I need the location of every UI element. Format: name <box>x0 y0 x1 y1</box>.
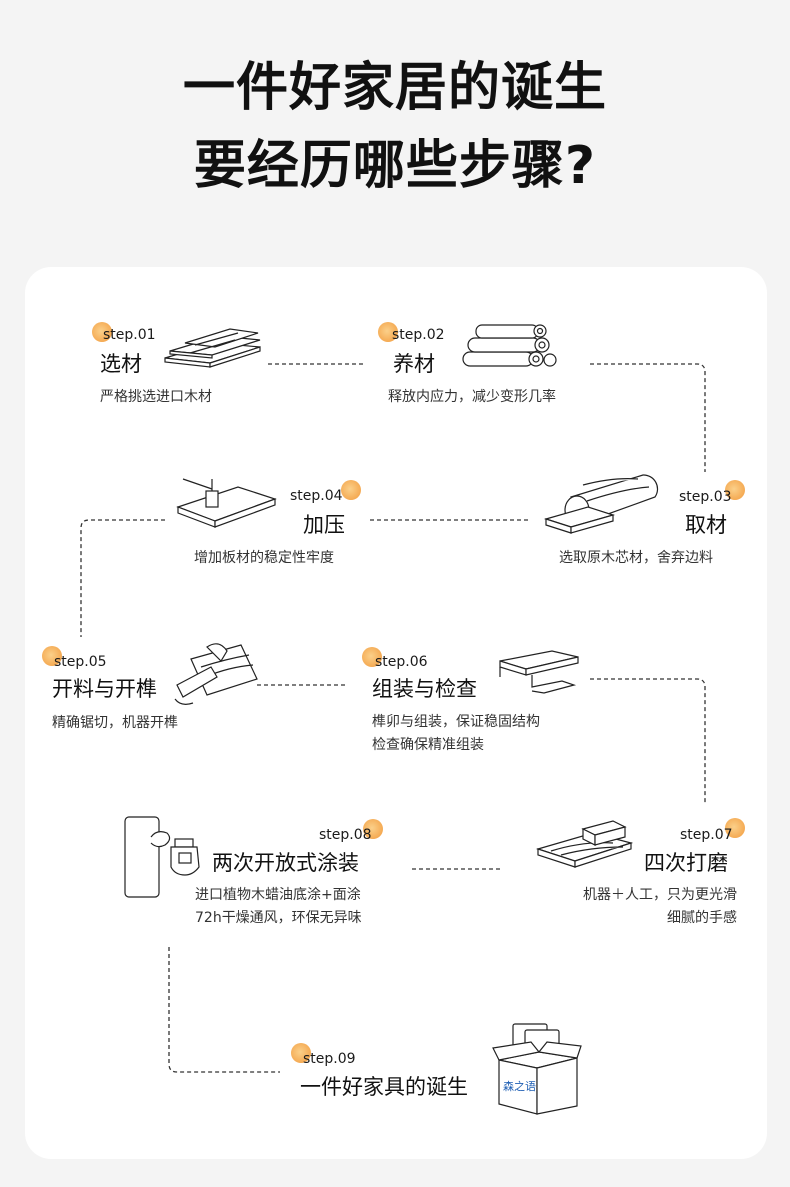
saw-wood-icon <box>174 643 258 705</box>
step-dot <box>725 818 745 838</box>
step-title: 取材 <box>685 513 727 537</box>
step-number: step.05 <box>54 654 107 670</box>
step-desc: 增加板材的稳定性牢度 <box>194 550 334 566</box>
spray-coating-icon <box>124 816 200 898</box>
step-desc: 72h干燥通风，环保无异味 <box>195 910 362 926</box>
step-title: 四次打磨 <box>644 851 728 875</box>
step-number: step.06 <box>375 654 428 670</box>
step-title: 组装与检查 <box>372 677 477 701</box>
brand-logo-text: 森之语 <box>503 1079 536 1093</box>
step-dot <box>92 322 112 342</box>
step-desc: 细腻的手感 <box>667 910 737 926</box>
step-desc: 进口植物木蜡油底涂+面涂 <box>195 887 361 903</box>
step-desc: 榫卯与组装，保证稳固结构 <box>372 714 540 730</box>
bracket-shelf-icon <box>499 650 579 694</box>
box-furniture-icon: 森之语 <box>492 1023 582 1115</box>
log-cut-icon <box>543 474 659 534</box>
step-number: step.08 <box>319 827 372 843</box>
step-dot <box>291 1043 311 1063</box>
step-title: 选材 <box>100 352 142 376</box>
connector-lines <box>80 363 706 1073</box>
log-pile-icon <box>462 324 557 367</box>
step-title: 一件好家具的诞生 <box>300 1075 468 1099</box>
sanding-block-icon <box>535 820 633 868</box>
step-desc: 精确锯切，机器开榫 <box>52 715 178 731</box>
step-desc: 检查确保精准组装 <box>372 737 484 753</box>
step-title: 加压 <box>303 513 345 537</box>
wood-planks-icon <box>164 328 261 368</box>
steps-card: step.01 选材 严格挑选进口木材 step.02 养材 释放内应力，减少变… <box>25 267 767 1159</box>
step-number: step.04 <box>290 488 343 504</box>
headline-line2: 要经历哪些步骤? <box>193 136 597 196</box>
step-dot <box>362 647 382 667</box>
step-number: step.02 <box>392 327 445 343</box>
step-dot <box>725 480 745 500</box>
step-dot <box>341 480 361 500</box>
step-desc: 机器＋人工，只为更光滑 <box>583 887 737 903</box>
press-plate-icon <box>176 478 277 528</box>
step-desc: 选取原木芯材，舍弃边料 <box>559 550 713 566</box>
step-desc: 严格挑选进口木材 <box>100 389 212 405</box>
step-dot <box>363 819 383 839</box>
step-title: 养材 <box>393 352 435 376</box>
headline-line1: 一件好家居的诞生 <box>182 58 607 118</box>
step-number: step.03 <box>679 489 732 505</box>
step-desc: 释放内应力，减少变形几率 <box>388 389 556 405</box>
step-title: 两次开放式涂装 <box>212 851 359 875</box>
step-number: step.01 <box>103 327 156 343</box>
step-dot <box>42 646 62 666</box>
step-number: step.07 <box>680 827 733 843</box>
step-number: step.09 <box>303 1051 356 1067</box>
step-dot <box>378 322 398 342</box>
step-title: 开料与开榫 <box>52 677 157 701</box>
